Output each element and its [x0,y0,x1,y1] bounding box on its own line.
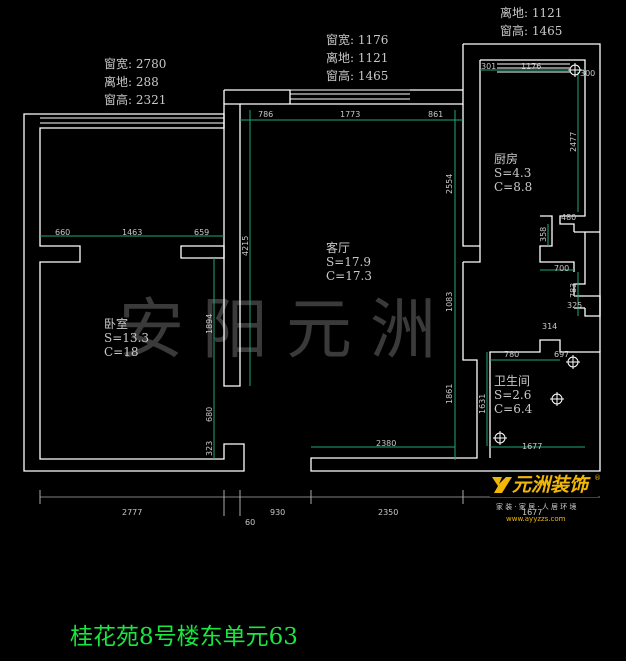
fixture-kitchen-sink-icon [568,63,582,77]
window-info-left: 窗宽: 2780 离地: 288 窗高: 2321 [104,56,166,107]
dim-680: 680 [205,407,214,422]
dim-1083: 1083 [445,292,454,312]
svg-text:S=2.6: S=2.6 [494,388,531,402]
bathroom-wall [310,262,601,472]
svg-text:窗高: 1465: 窗高: 1465 [326,68,388,83]
room-label-bathroom: 卫生间 S=2.6 C=6.4 [494,374,533,416]
svg-text:C=17.3: C=17.3 [326,269,372,283]
dim-4215: 4215 [241,236,250,256]
svg-text:离地: 288: 离地: 288 [104,74,159,89]
fixture-symbols [493,63,582,445]
kitchen-right-notch [573,231,600,309]
svg-text:窗高: 2321: 窗高: 2321 [104,92,166,107]
brand-trademark: ® [594,474,601,482]
window-middle [290,89,410,105]
svg-text:离地: 1121: 离地: 1121 [500,5,562,20]
dim-700: 700 [554,264,569,273]
dim-60: 60 [245,518,255,527]
dim-1677b: 1677 [522,508,542,517]
dim-1894: 1894 [205,314,214,334]
window-info-top-right: 离地: 1121 窗高: 1465 [500,5,562,38]
dim-1176: 1176 [521,62,541,71]
brand-mark-icon [492,477,512,493]
dim-783: 783 [569,283,578,298]
fixture-floor-drain-icon [550,392,564,406]
window-left [40,113,224,129]
dimension-lines [40,69,585,460]
dim-660: 660 [55,228,70,237]
dim-1463: 1463 [122,228,142,237]
dim-2554: 2554 [445,174,454,194]
svg-text:C=18: C=18 [104,345,139,359]
watermark-text: 安阳元洲 [118,291,454,368]
svg-text:C=6.4: C=6.4 [494,402,533,416]
svg-text:卫生间: 卫生间 [494,374,530,388]
svg-text:S=17.9: S=17.9 [326,255,371,269]
dimension-labels: 786 1773 861 301 1176 300 2477 2554 480 … [55,62,595,527]
dim-1773: 1773 [340,110,360,119]
windows [40,59,570,129]
kitchen-door-wall [463,215,575,272]
window-kitchen [497,59,570,73]
brand-slogan: 家 装 · 家 居 · 人 居 环 境 [496,502,576,511]
svg-text:客厅: 客厅 [326,240,350,255]
svg-text:窗宽: 1176: 窗宽: 1176 [326,32,388,47]
dim-786: 786 [258,110,273,119]
dim-2380: 2380 [376,439,396,448]
room-label-bedroom: 卧室 S=13.3 C=18 [104,316,149,359]
bathroom-right-wall [574,295,601,352]
svg-text:窗高: 1465: 窗高: 1465 [500,23,562,38]
dim-1677: 1677 [522,442,542,451]
living-top-wall [224,89,464,105]
window-info-middle: 窗宽: 1176 离地: 1121 窗高: 1465 [326,32,388,83]
brand-url: www.ayyzzs.com [506,515,566,523]
dim-1861: 1861 [445,384,454,404]
room-label-living: 客厅 S=17.9 C=17.3 [326,240,372,283]
fixture-toilet-icon [493,431,507,445]
bedroom-stub-wall [180,245,225,259]
dim-2350: 2350 [378,508,398,517]
fixture-bath-drain-icon [566,355,580,369]
svg-text:厨房: 厨房 [494,151,518,166]
svg-text:C=8.8: C=8.8 [494,180,532,194]
partition-wall [223,103,241,387]
svg-text:S=4.3: S=4.3 [494,166,531,180]
dim-1631: 1631 [478,394,487,414]
dim-780: 780 [504,350,519,359]
dim-2477: 2477 [569,132,578,152]
dim-300: 300 [580,69,595,78]
dim-301: 301 [481,62,496,71]
brand-logo: 元洲装饰 ® 家 装 · 家 居 · 人 居 环 境 www.ayyzzs.co… [490,473,601,523]
plan-title: 桂花苑8号楼东单元63 [70,624,298,650]
svg-text:窗宽: 2780: 窗宽: 2780 [104,56,166,71]
dim-323: 323 [205,441,214,456]
dim-358: 358 [539,227,548,242]
svg-text:离地: 1121: 离地: 1121 [326,50,388,65]
dim-861: 861 [428,110,443,119]
svg-text:卧室: 卧室 [104,316,128,331]
svg-text:S=13.3: S=13.3 [104,331,149,345]
brand-name: 元洲装饰 [512,474,591,496]
dim-480: 480 [561,213,576,222]
room-label-kitchen: 厨房 S=4.3 C=8.8 [494,151,532,194]
dim-659: 659 [194,228,209,237]
dim-697: 697 [554,350,569,359]
dim-314: 314 [542,322,557,331]
dim-325: 325 [567,301,582,310]
dim-930: 930 [270,508,285,517]
dim-2777: 2777 [122,508,142,517]
